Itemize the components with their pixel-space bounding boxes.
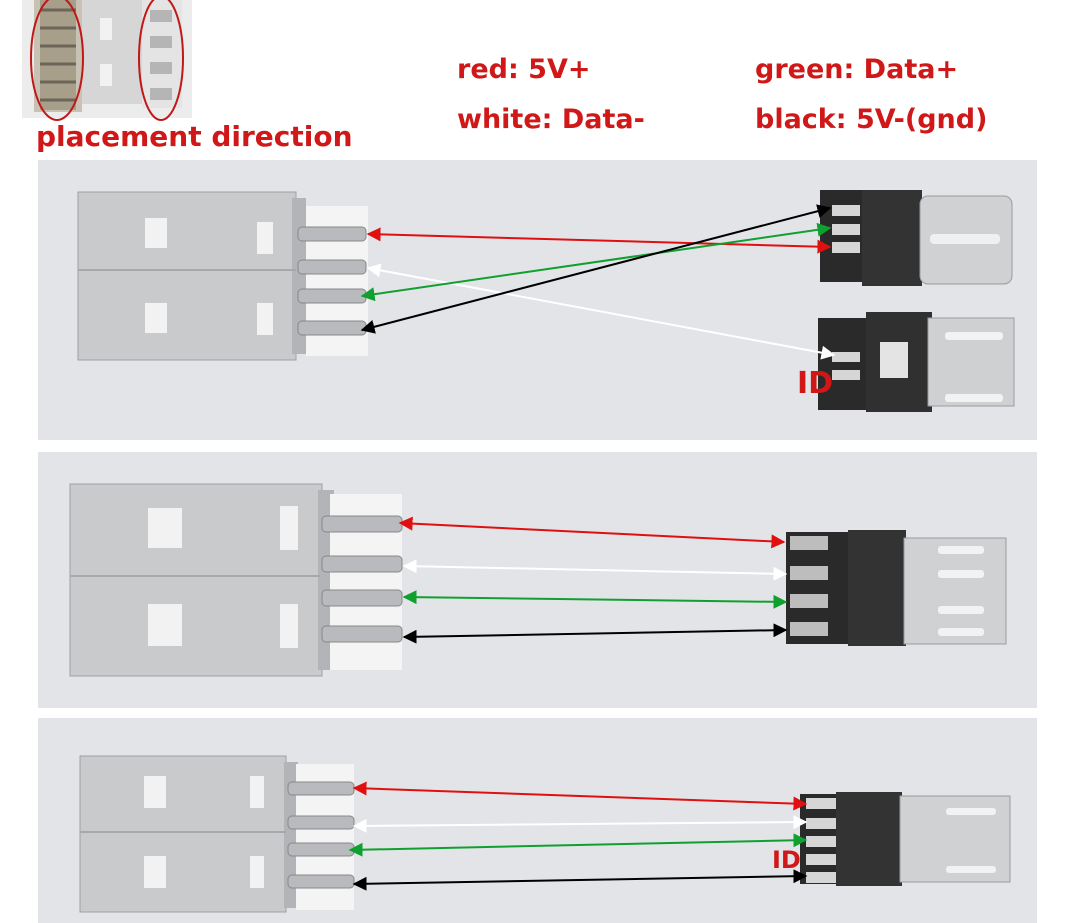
legend-green: green: Data+ (755, 54, 959, 85)
wire-red-3 (352, 781, 808, 811)
usb-a-male-connector-3 (79, 755, 355, 913)
legend-white: white: Data- (457, 104, 645, 135)
micro-usb-plug-connector-3 (800, 792, 1011, 886)
usb-a-male-connector-2 (69, 483, 403, 677)
legend-red: red: 5V+ (457, 54, 591, 85)
wire-black-1 (360, 204, 832, 334)
wire-white-2 (402, 559, 788, 581)
wire-black-2 (402, 623, 788, 644)
placement-direction-caption: placement direction (36, 120, 353, 153)
wire-red-1 (366, 227, 832, 254)
usb-c-plug-connector (820, 190, 1013, 286)
wire-white-1 (366, 263, 836, 360)
id-label-2: ID (772, 846, 801, 874)
legend-black: black: 5V-(gnd) (755, 104, 988, 135)
wire-green-3 (348, 833, 808, 857)
id-label-1: ID (797, 366, 834, 401)
wire-black-3 (352, 869, 808, 891)
micro-usb-plug-connector-2 (786, 530, 1007, 646)
usb-a-male-connector-1 (77, 191, 368, 361)
wire-green-2 (402, 590, 788, 609)
wire-white-3 (352, 815, 808, 833)
wire-red-2 (398, 516, 786, 549)
wire-green-1 (360, 222, 832, 302)
placement-illustration (22, 0, 192, 121)
micro-usb-plug-connector-1 (818, 312, 1015, 412)
